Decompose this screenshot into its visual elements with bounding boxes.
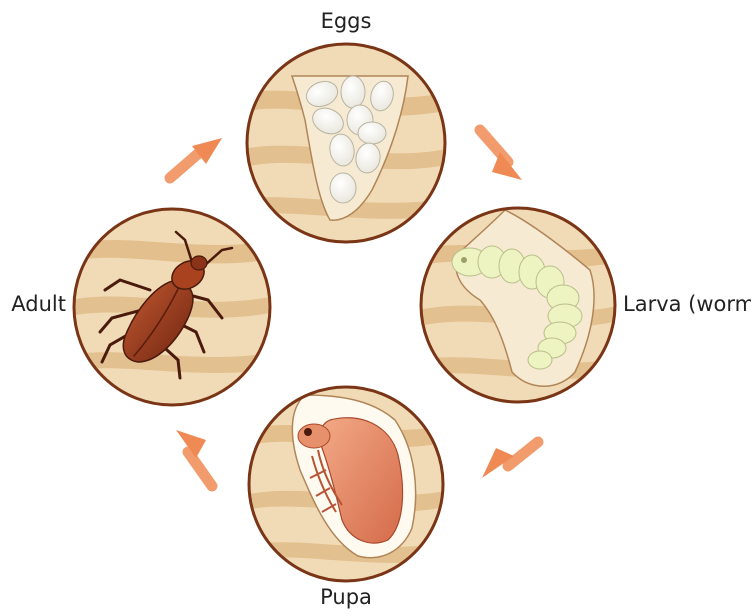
arrow-adult-to-eggs	[170, 138, 222, 178]
stage-adult	[70, 209, 275, 405]
stage-eggs	[240, 44, 450, 242]
arrow-larva-to-pupa	[482, 442, 538, 478]
stage-pupa	[245, 387, 450, 581]
label-pupa: Pupa	[320, 585, 372, 609]
stage-larva	[420, 208, 620, 402]
label-adult: Adult	[11, 292, 66, 316]
label-eggs: Eggs	[321, 9, 372, 33]
arrow-eggs-to-larva	[480, 130, 522, 180]
label-larva: Larva (worm)	[623, 292, 751, 316]
arrow-pupa-to-adult	[176, 430, 212, 486]
adult-wood-texture	[70, 232, 275, 378]
